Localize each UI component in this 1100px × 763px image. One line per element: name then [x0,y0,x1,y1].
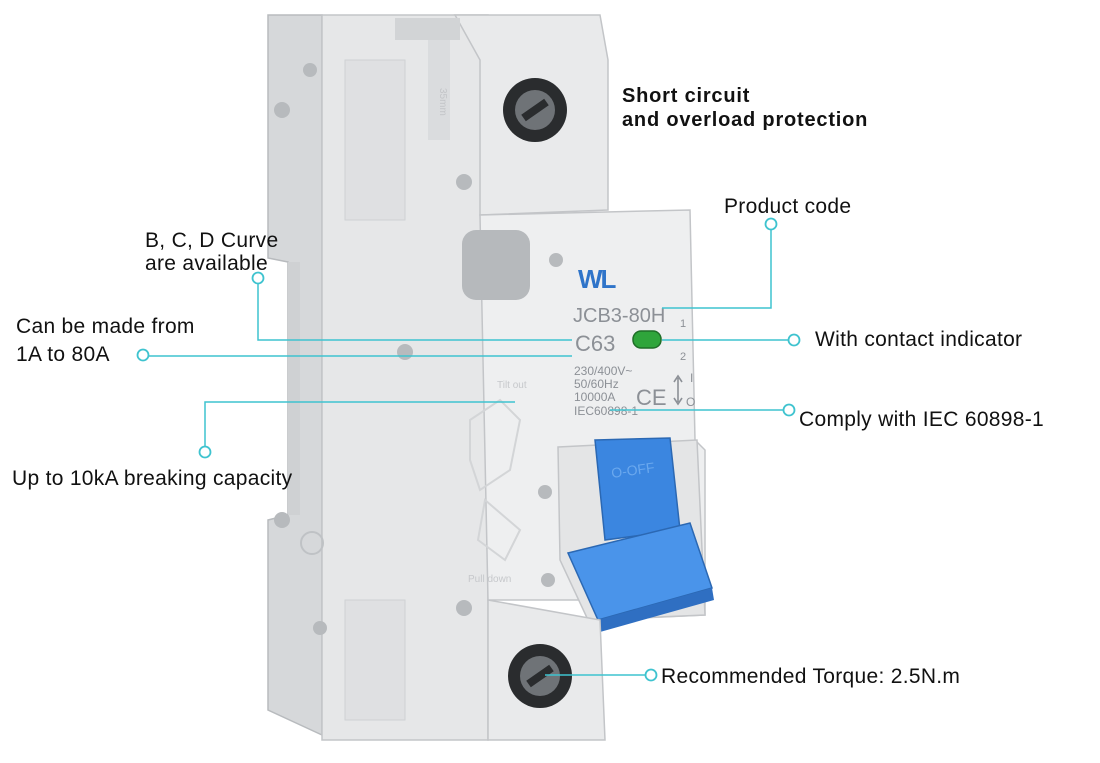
dot-current [136,348,150,362]
contact-indicator [632,330,662,349]
side-recess-bottom [344,599,406,721]
leader-breaking [204,401,515,450]
brand-logo: WL [578,264,617,294]
heading-line-1: Short circuit [622,85,751,107]
side-recess-top [344,59,406,221]
bottom-screw-slot [526,664,554,688]
leader-lines [143,228,793,676]
dot-iec [782,403,796,417]
front-rivet-2 [538,485,552,499]
dot-breaking [198,445,212,459]
voltage-marking: 230/400V~ [574,364,632,378]
front-rivet-1 [549,253,563,267]
off-mark: O [686,395,695,409]
callout-curve-line-2: are available [145,252,268,275]
install-diagram-icon [469,398,522,562]
leader-dots [136,217,801,682]
tilt-out-label: Tilt out [497,380,527,391]
toggle-lever-text: O-OFF [610,459,655,481]
side-rivet-4 [397,344,413,360]
standard-marking: IEC60898-1 [574,404,638,418]
on-off-arrow-icon [673,374,683,406]
side-rivet-7 [313,621,327,635]
leader-product-code [662,228,772,309]
dot-torque [644,668,658,682]
top-slot [395,18,460,40]
side-rivet-5 [274,512,290,528]
side-rivet-3 [456,174,472,190]
callout-curve-line-1: B, C, D Curve [145,229,279,252]
callout-breaking-capacity: Up to 10kA breaking capacity [12,467,293,490]
dot-product-code [764,217,778,231]
callout-iec: Comply with IEC 60898-1 [799,408,1045,431]
callout-torque: Recommended Torque: 2.5N.m [661,665,961,688]
callout-current-line-2: 1A to 80A [16,343,110,366]
side-rivet-6 [456,600,472,616]
front-window [462,230,530,300]
side-rivet-2 [274,102,290,118]
callout-product-code: Product code [724,195,852,218]
ce-mark: CE [636,385,667,410]
model-marking: JCB3-80H [573,305,665,327]
din-rail-clip [288,262,300,515]
dot-contact-indicator [787,333,801,347]
rating-marking: C63 [575,331,615,356]
heading-line-2: and overload protection [622,109,869,131]
top-screw-slot [521,98,549,122]
terminal-one-mark: 1 [680,318,686,330]
top-rail-strip [428,40,450,140]
toggle-lever [594,437,681,541]
front-rivet-3 [541,573,555,587]
callout-contact-indicator: With contact indicator [815,328,1023,351]
leader-curve [257,280,572,341]
callout-current-line-1: Can be made from [16,315,195,338]
frequency-marking: 50/60Hz [574,377,619,391]
dot-curve [251,271,265,285]
breaking-marking: 10000A [574,390,615,404]
terminal-two-mark: 2 [680,351,686,363]
toggle-handle-edge [598,588,714,632]
side-marking-circle [300,531,324,555]
side-rivet-1 [303,63,317,77]
pull-down-label: Pull down [468,574,511,585]
rail-width-label: 35mm [437,88,448,116]
on-mark: I [690,371,693,385]
